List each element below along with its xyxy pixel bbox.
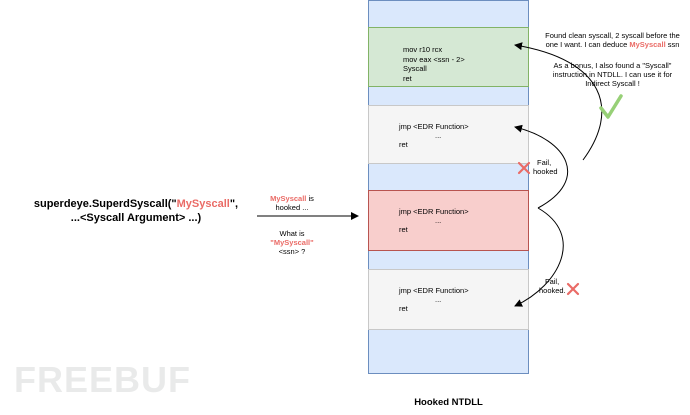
found-arrow (514, 42, 603, 161)
cross-icon (517, 161, 531, 175)
hooked-note-syscall: MySyscall (270, 194, 307, 203)
hooked-note-line2: hooked ... (275, 203, 309, 212)
superd-syscall-call: superdeye.SuperdSyscall("MySyscall", ...… (4, 198, 268, 225)
question-line3: <ssn> ? (278, 247, 306, 256)
bonus-note: As a bonus, I also found a "Syscall" ins… (535, 61, 690, 88)
hooked-1-jmp: jmp <EDR Function> (399, 122, 469, 131)
found-line1: Found clean syscall, 2 syscall before th… (545, 31, 680, 40)
hooked-block-1: jmp <EDR Function> ... ret (368, 105, 529, 164)
ssn-question: What is "MySyscall" <ssn> ? (262, 229, 322, 256)
hooked-1-ret: ret (399, 140, 408, 149)
fail-label-1: Fail, hooked (533, 158, 558, 176)
hooked-1-dots: ... (435, 131, 442, 140)
call-syscall-name: MySyscall (176, 198, 230, 210)
question-line1: What is (279, 229, 305, 238)
check-icon (599, 94, 623, 119)
freebuf-watermark: FREEBUF (14, 359, 191, 400)
hooked-block-3: jmp <EDR Function> ... ret (368, 269, 529, 330)
clean-syscall-block: mov r10 rcx mov eax <ssn - 2> Syscall re… (368, 27, 529, 87)
fail-label-2: Fail, hooked. (539, 277, 566, 295)
call-line-1: superdeye.SuperdSyscall("MySyscall", (33, 198, 239, 210)
hooked-3-dots: ... (435, 295, 442, 304)
question-syscall: "MySyscall" (270, 238, 314, 247)
hooked-block-target: jmp <EDR Function> ... ret (368, 190, 529, 251)
found-clean-note: Found clean syscall, 2 syscall before th… (535, 31, 690, 49)
call-line-2: ...<Syscall Argument> ...) (70, 211, 202, 224)
hooked-2-dots: ... (435, 216, 442, 225)
clean-line-mov-eax: mov eax <ssn - 2> (403, 54, 465, 64)
clean-line-syscall: Syscall (403, 64, 427, 73)
clean-line-ret: ret (403, 73, 412, 83)
bonus-line2: instruction in NTDLL. I can use it for (552, 70, 673, 79)
bonus-line3: Indirect Syscall ! (585, 79, 640, 88)
cross-icon (566, 282, 580, 296)
ntdll-label: Hooked NTDLL (414, 397, 483, 408)
clean-line-mov-r10: mov r10 rcx (403, 45, 443, 54)
bonus-line1: As a bonus, I also found a "Syscall" (553, 61, 672, 70)
hooked-3-ret: ret (399, 304, 408, 313)
hooked-2-ret: ret (399, 225, 408, 234)
hooked-3-jmp: jmp <EDR Function> (399, 286, 469, 295)
found-syscall-name: MySyscall (629, 40, 666, 49)
hooked-note: MySyscall is hooked ... (262, 194, 322, 212)
fail-arrow-down (514, 207, 564, 307)
hooked-2-jmp: jmp <EDR Function> (399, 207, 469, 216)
fail-arrow-up (514, 124, 569, 209)
